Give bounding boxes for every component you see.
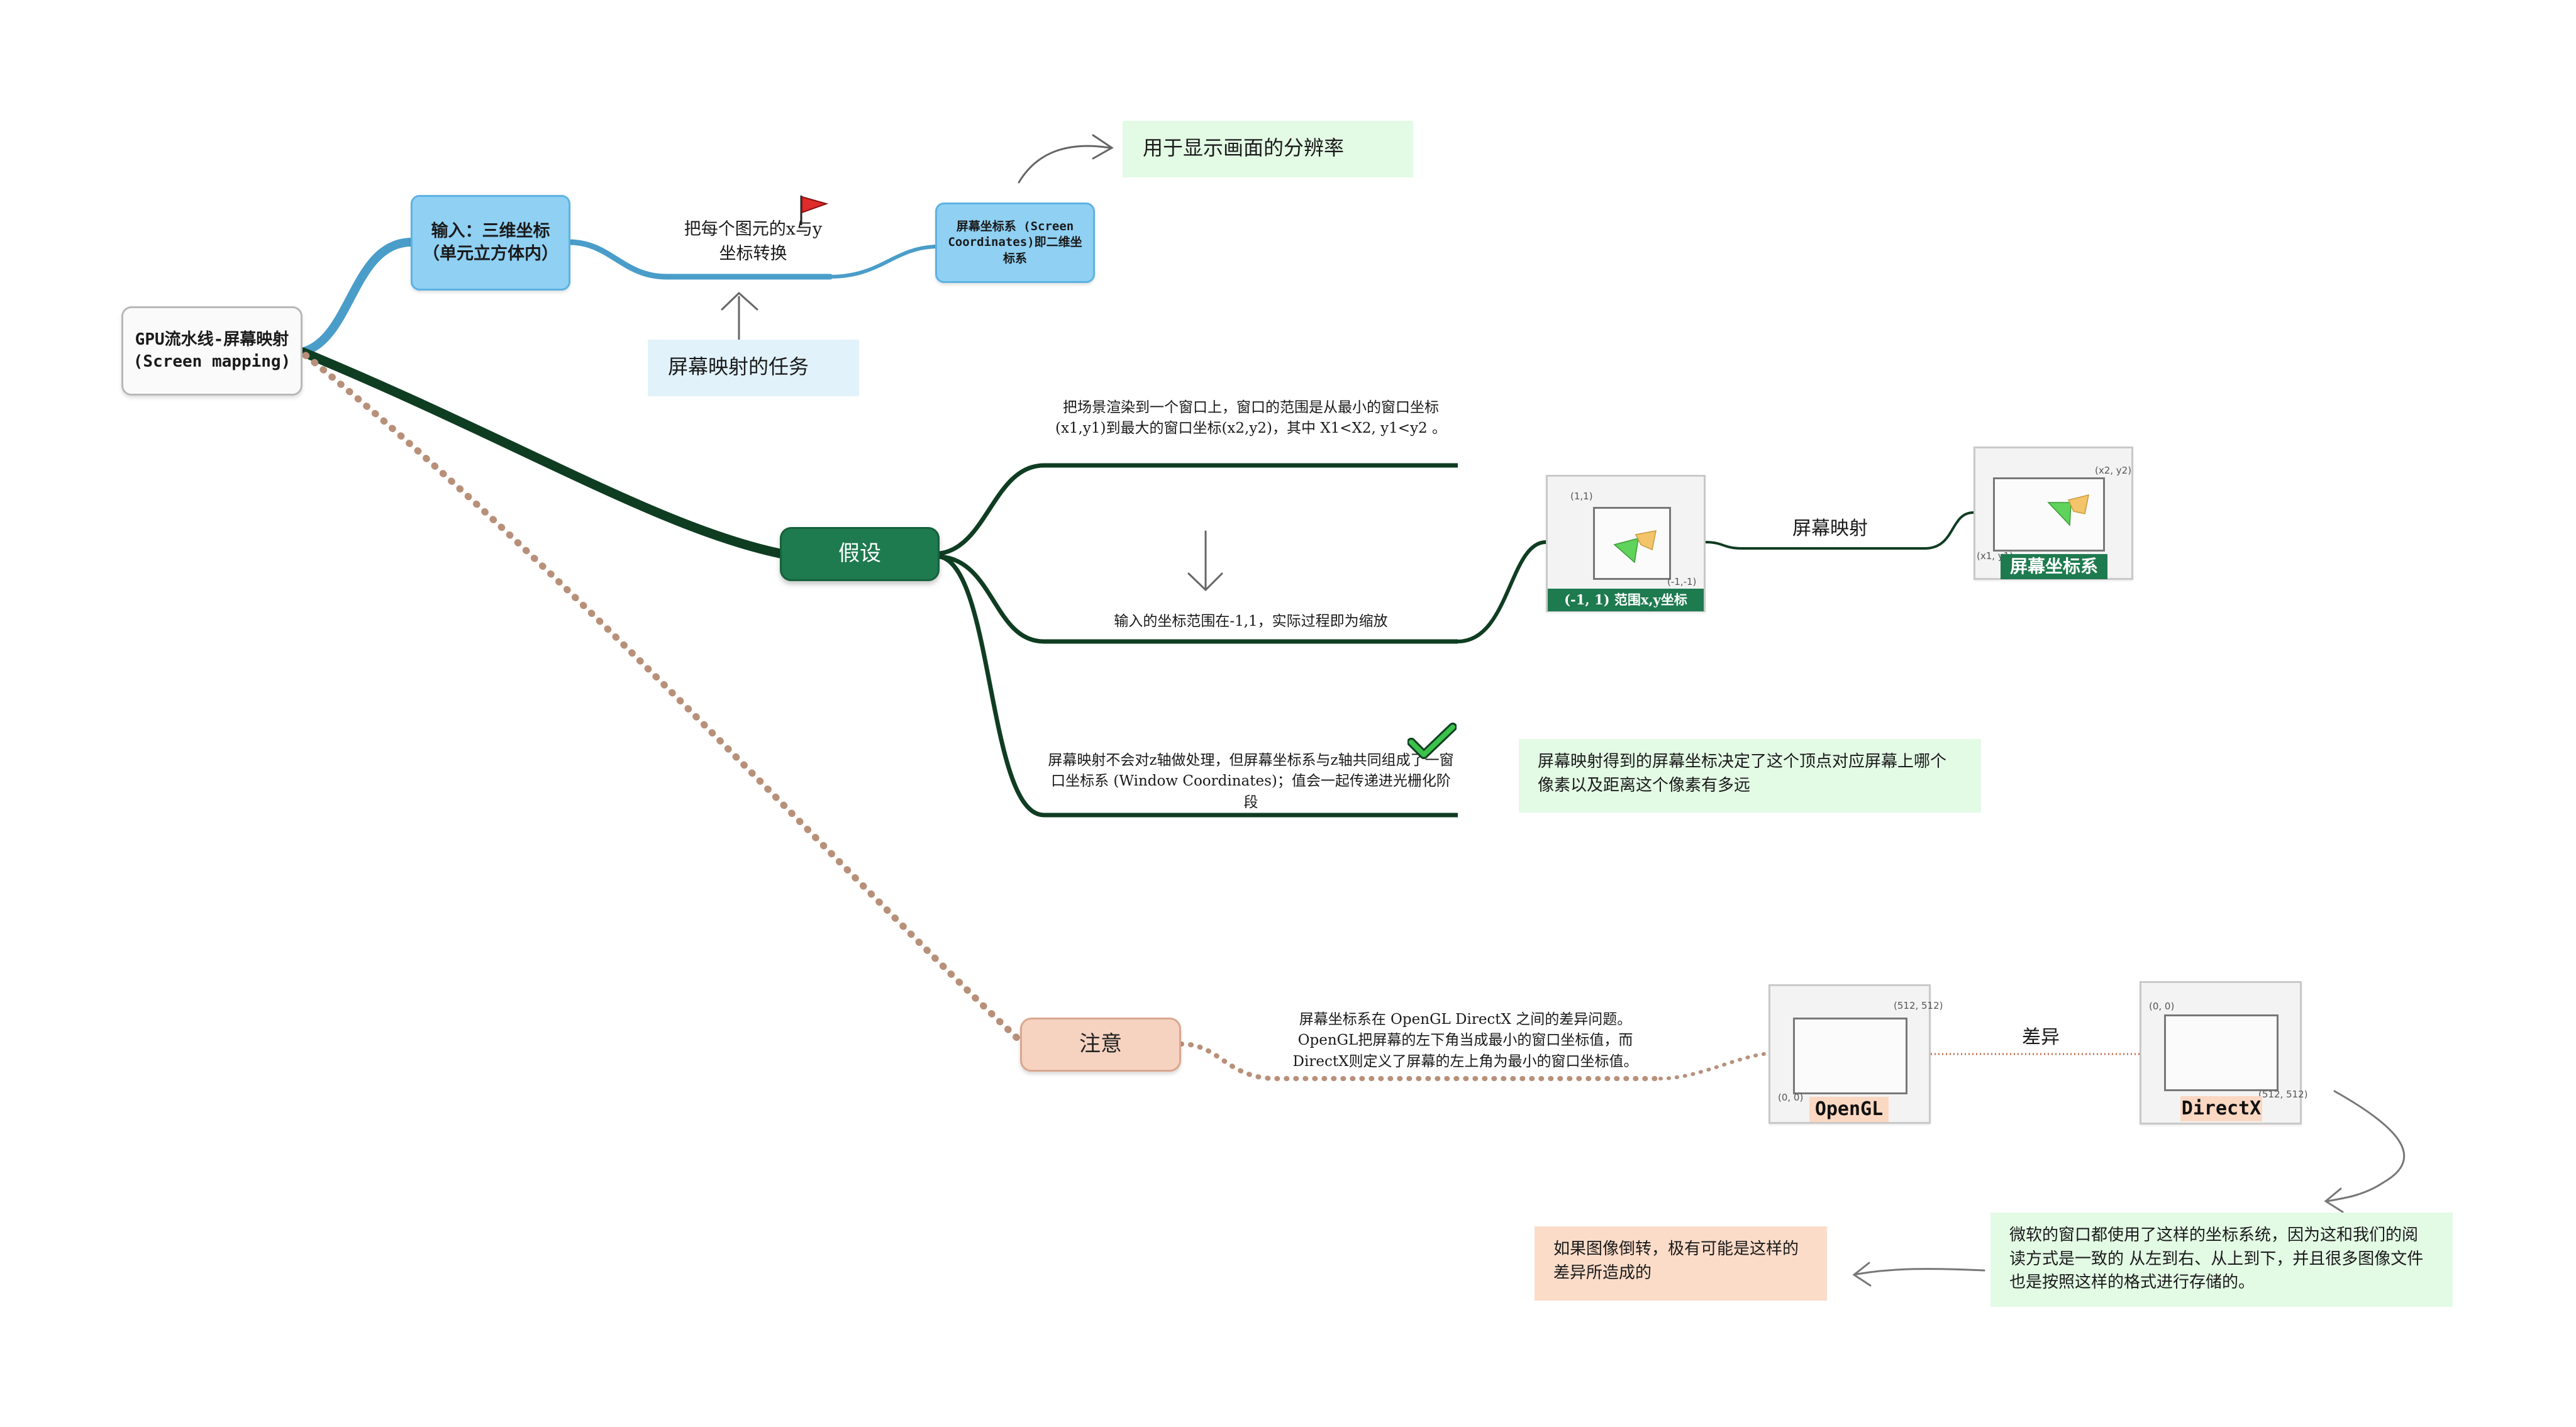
triangle-icon — [2047, 494, 2089, 526]
root-title-line2: (Screen mapping) — [133, 352, 291, 371]
assume-item3: 屏幕映射不会对z轴做处理，但屏幕坐标系与z轴共同组成了一窗口坐标系 (Windo… — [1048, 752, 1454, 811]
note-node[interactable]: 注意 — [1020, 1018, 1181, 1072]
branch-ndc-to-screen — [1705, 511, 1974, 550]
screen-caption: 屏幕坐标系 — [2001, 554, 2107, 579]
directx-screen-frame — [2164, 1014, 2279, 1091]
screen-top-right-label: (x2, y2) — [2095, 465, 2132, 476]
diff-label: 差异 — [2022, 1026, 2060, 1048]
ndc-bottom-right-label: (-1,-1) — [1667, 576, 1697, 587]
directx-caption: DirectX — [2180, 1096, 2262, 1121]
ndc-image: (1,1) (-1,-1) (-1, 1) 范围x,y坐标 — [1546, 475, 1706, 612]
branch-input-to-label — [566, 239, 833, 280]
directx-bottom-right-label: (512, 512) — [2258, 1089, 2308, 1100]
assume-item2: 输入的坐标范围在-1,1，实际过程即为缩放 — [1114, 613, 1388, 630]
opengl-bottom-left-label: (0, 0) — [1778, 1092, 1804, 1103]
ndc-caption: (-1, 1) 范围x,y坐标 — [1548, 589, 1704, 611]
branch-to-assume — [298, 347, 785, 558]
diff-text-line3: DirectX则定义了屏幕的左上角为最小的窗口坐标值。 — [1292, 1053, 1638, 1070]
branch-to-note — [302, 352, 1024, 1045]
opengl-caption: OpenGL — [1809, 1097, 1889, 1122]
arrow-to-resolution — [1018, 134, 1114, 184]
branch-text-to-opengl — [1658, 1052, 1770, 1080]
resolution-note: 用于显示画面的分辨率 — [1123, 121, 1413, 177]
screen-image: (x2, y2) (x1, y1) 屏幕坐标系 — [1974, 447, 2133, 580]
z-note: 屏幕映射得到的屏幕坐标决定了这个顶点对应屏幕上哪个像素以及距离这个像素有多远 — [1519, 739, 1981, 813]
mapping-label: 屏幕映射 — [1792, 518, 1868, 540]
checkmark-icon — [1407, 723, 1457, 759]
triangle-icon — [1613, 530, 1657, 564]
input-node-label: 输入：三维坐标（单元立方体内） — [423, 221, 558, 264]
branch-label-to-output — [828, 245, 937, 279]
input-node[interactable]: 输入：三维坐标（单元立方体内） — [411, 195, 570, 291]
opengl-image: (512, 512) (0, 0) OpenGL — [1768, 984, 1943, 1124]
microsoft-note: 微软的窗口都使用了这样的坐标系统，因为这和我们的阅读方式是一致的 从左到右、从上… — [1990, 1213, 2453, 1307]
ndc-top-left-label: (1,1) — [1570, 491, 1593, 502]
branch-assume-item1 — [939, 463, 1458, 556]
transform-label: 把每个图元的x与y 坐标转换 — [684, 219, 823, 264]
assume-node[interactable]: 假设 — [780, 527, 940, 581]
branch-assume-item2 — [939, 554, 1458, 644]
directx-top-left-label: (0, 0) — [2149, 1001, 2175, 1012]
arrow-to-flip-note — [1852, 1262, 1985, 1287]
opengl-top-right-label: (512, 512) — [1894, 1000, 1943, 1011]
root-node[interactable]: GPU流水线-屏幕映射 (Screen mapping) — [121, 306, 303, 396]
flip-note: 如果图像倒转，极有可能是这样的差异所造成的 — [1535, 1226, 1827, 1301]
branch-item2-to-ndc — [1457, 540, 1546, 643]
diff-text-line2: OpenGL把屏幕的左下角当成最小的窗口坐标值，而 — [1297, 1032, 1633, 1049]
diff-text: 屏幕坐标系在 OpenGL DirectX 之间的差异问题。 OpenGL把屏幕… — [1270, 1009, 1660, 1072]
note-node-label: 注意 — [1079, 1031, 1122, 1057]
root-title-line1: GPU流水线-屏幕映射 — [135, 330, 289, 349]
arrow-down-item — [1187, 530, 1223, 592]
branch-to-input — [297, 238, 416, 357]
assume-item1: 把场景渲染到一个窗口上，窗口的范围是从最小的窗口坐标(x1,y1)到最大的窗口坐… — [1055, 399, 1447, 437]
task-note: 屏幕映射的任务 — [648, 340, 859, 396]
output-node-label: 屏幕坐标系 (Screen Coordinates)即二维坐标系 — [948, 219, 1082, 265]
arrow-directx-to-note — [2324, 1090, 2405, 1213]
opengl-screen-frame — [1793, 1018, 1907, 1094]
flag-icon — [800, 196, 829, 225]
directx-image: (0, 0) (512, 512) DirectX — [2140, 981, 2308, 1124]
branch-note-to-text — [1179, 1041, 1663, 1081]
output-node[interactable]: 屏幕坐标系 (Screen Coordinates)即二维坐标系 — [935, 203, 1095, 283]
diff-text-line1: 屏幕坐标系在 OpenGL DirectX 之间的差异问题。 — [1299, 1011, 1632, 1028]
screen-frame — [1993, 477, 2105, 552]
assume-node-label: 假设 — [838, 541, 881, 567]
branch-assume-item3 — [939, 554, 1458, 818]
